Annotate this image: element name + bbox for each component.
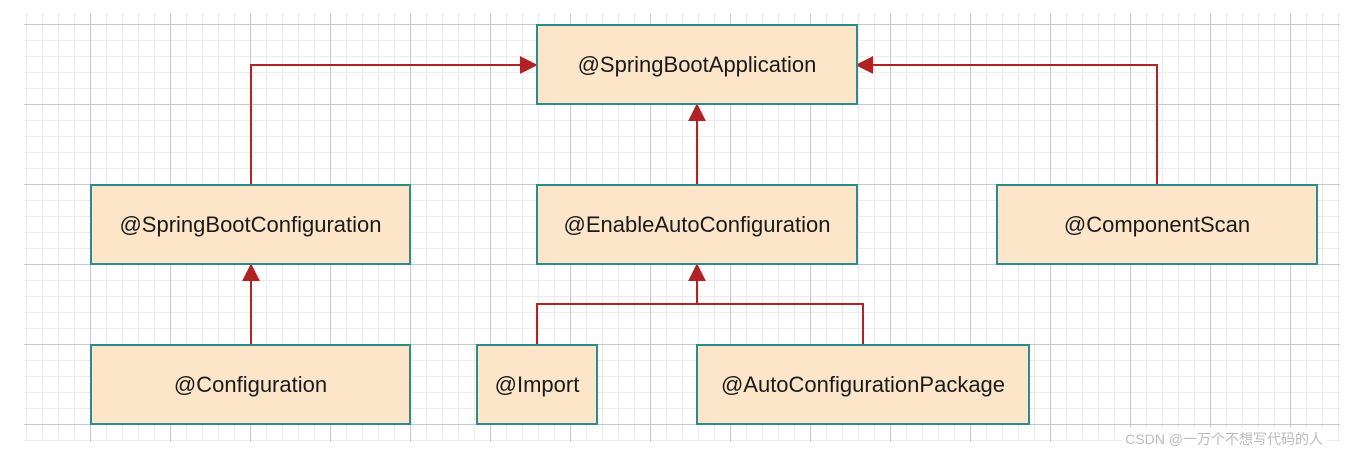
edge-componentscan-to-springbootapplication bbox=[855, 56, 1158, 184]
watermark: CSDN @一万个不想写代码的人 bbox=[1121, 427, 1327, 451]
node-autoconfigurationpackage: @AutoConfigurationPackage bbox=[696, 344, 1030, 425]
node-springbootapplication: @SpringBootApplication bbox=[536, 24, 858, 105]
node-enableautoconfiguration: @EnableAutoConfiguration bbox=[536, 184, 858, 265]
node-configuration: @Configuration bbox=[90, 344, 411, 425]
node-springbootconfiguration: @SpringBootConfiguration bbox=[90, 184, 411, 265]
edge-springbootconfiguration-to-springbootapplication bbox=[250, 56, 538, 184]
edge-import-to-enableautoconfiguration bbox=[536, 263, 706, 344]
edge-autoconfigurationpackage-to-enableautoconfiguration bbox=[697, 303, 864, 344]
node-componentscan: @ComponentScan bbox=[996, 184, 1318, 265]
node-import: @Import bbox=[476, 344, 598, 425]
